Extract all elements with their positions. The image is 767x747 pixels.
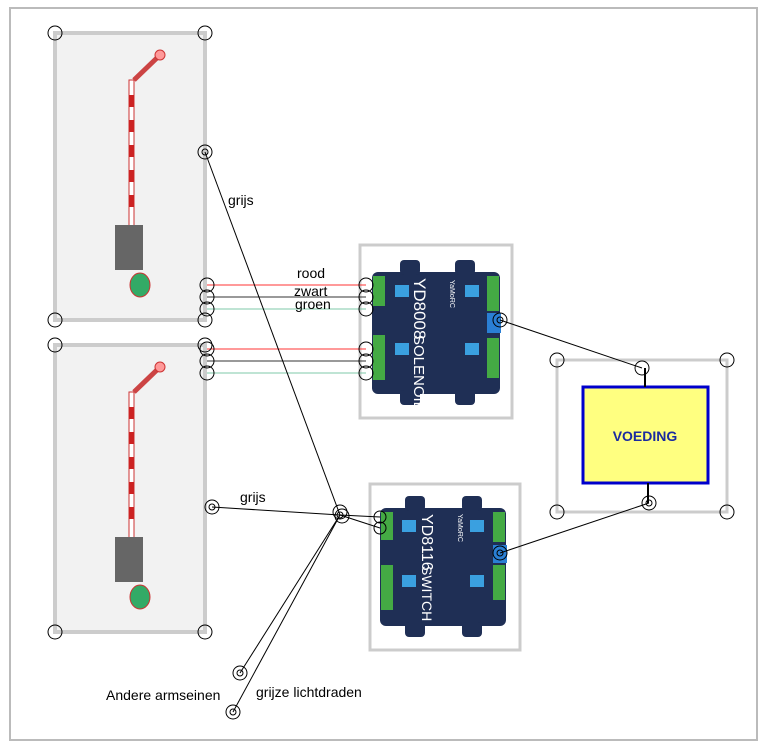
label-rood: rood — [297, 265, 325, 281]
yd8116-switch-decoder[interactable]: YD8116 SWITCH YaMoRC — [368, 482, 522, 652]
switch-brand: YaMoRC — [456, 514, 463, 542]
semaphore-signal-bottom[interactable] — [53, 343, 207, 634]
label-groen: groen — [295, 296, 331, 312]
switch-model-label: YD8116 — [418, 514, 435, 571]
wires — [204, 151, 650, 713]
connection-handles[interactable] — [47, 25, 735, 720]
solenoid-type-label: SOLENOID — [410, 335, 427, 413]
semaphore-signal-top[interactable] — [53, 31, 207, 322]
voeding-label: VOEDING — [613, 428, 678, 444]
yd8008-solenoid-decoder[interactable]: YD8008 SOLENOID YaMoRC — [358, 243, 514, 420]
switch-type-label: SWITCH — [419, 566, 435, 621]
power-supply[interactable]: VOEDING — [555, 358, 729, 514]
solenoid-brand: YaMoRC — [448, 280, 455, 308]
label-grijze-lichtdraden: grijze lichtdraden — [256, 684, 362, 700]
solenoid-model-label: YD8008 — [410, 278, 429, 339]
label-andere-armseinen: Andere armseinen — [106, 687, 220, 703]
label-grijs-top: grijs — [228, 192, 254, 208]
label-zwart: zwart — [294, 283, 328, 299]
label-grijs-bottom: grijs — [240, 489, 266, 505]
